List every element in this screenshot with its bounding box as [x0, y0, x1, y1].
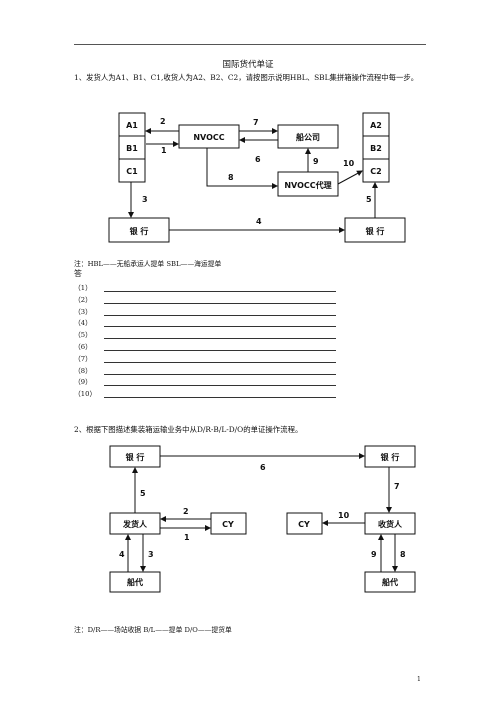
cy-left-box — [210, 512, 247, 535]
answer-heading: 答 — [74, 269, 82, 278]
question-2-text: 2、根据下图描述集装箱运输业务中从D/R-B/L-D/O的单证操作流程。 — [74, 425, 303, 434]
q2-step-label-5: 5 — [140, 489, 146, 498]
step-label-6: 6 — [255, 155, 261, 164]
nvocc-box — [178, 124, 240, 149]
answer-blank-line[interactable] — [104, 397, 336, 399]
answer-label: （5） — [74, 331, 92, 340]
q2-box-bank-right: 银 行 — [380, 452, 400, 462]
answer-blank-line[interactable] — [104, 314, 336, 316]
answer-label: （4） — [74, 319, 92, 328]
arrow-step-10 — [337, 170, 363, 185]
box-bank-left: 银 行 — [129, 226, 149, 236]
question-1-note: 注：HBL——无船承运人提单 SBL——海运提单 — [74, 260, 222, 268]
answer-blank-line[interactable] — [104, 302, 336, 304]
q2-box-shipper: 发货人 — [122, 519, 148, 529]
box-a2: A2 — [370, 121, 382, 130]
box-carrier: 船公司 — [296, 132, 320, 142]
q2-box-consignee: 收货人 — [378, 519, 403, 529]
answer-label: （2） — [74, 295, 92, 304]
box-nvocc-agent: NVOCC代理 — [284, 180, 331, 190]
q2-box-cy-right: CY — [298, 520, 310, 529]
answer-label: （6） — [74, 342, 92, 351]
q2-step-label-2: 2 — [183, 507, 189, 516]
q2-box-bank-left: 银 行 — [125, 452, 145, 462]
question-2-note: 注：D/R——场站收据 B/L——提单 D/O——提货单 — [74, 626, 232, 634]
answer-blank-line[interactable] — [104, 326, 336, 328]
step-label-7: 7 — [253, 118, 259, 127]
step-label-5: 5 — [366, 195, 372, 204]
step-label-8: 8 — [228, 173, 234, 182]
answer-label: （1） — [74, 284, 92, 292]
q2-step-label-4: 4 — [119, 550, 125, 559]
shipper-stack-box — [118, 112, 146, 183]
answer-label: （10） — [74, 390, 97, 399]
q2-step-label-8: 8 — [400, 550, 406, 559]
answer-blank-line[interactable] — [104, 373, 336, 375]
diagram-2 — [109, 445, 416, 593]
answer-label: （3） — [74, 307, 92, 316]
q2-step-label-9: 9 — [371, 550, 377, 559]
shipping-agent-right-box — [364, 571, 416, 593]
page-title: 国际货代单证 — [222, 60, 274, 70]
q2-step-label-1: 1 — [184, 533, 190, 542]
answer-blank-line[interactable] — [104, 385, 336, 387]
step-label-9: 9 — [313, 157, 319, 166]
box-c1: C1 — [126, 167, 138, 176]
step-label-1: 1 — [161, 146, 167, 155]
arrow-step-8 — [206, 148, 278, 189]
box-b1: B1 — [126, 144, 138, 153]
diagram-2-labels: 银 行 银 行 发货人 CY CY 收货人 船代 船代 6 5 7 2 1 10… — [119, 452, 406, 587]
answer-blank-line[interactable] — [104, 349, 336, 351]
q2-box-shipping-agent-left: 船代 — [127, 577, 143, 587]
answer-label: （9） — [74, 378, 92, 387]
box-nvocc: NVOCC — [193, 133, 224, 142]
diagram-1-labels: A1 B1 C1 A2 B2 C2 NVOCC 船公司 NVOCC代理 银 行 … — [126, 117, 384, 236]
step-label-4: 4 — [256, 217, 262, 226]
shipping-agent-left-box — [109, 571, 161, 593]
box-bank-right: 银 行 — [365, 226, 385, 236]
answer-blank-line[interactable] — [104, 291, 336, 292]
answer-blank-line[interactable] — [104, 338, 336, 340]
q2-step-label-6: 6 — [260, 463, 266, 472]
box-c2: C2 — [370, 167, 381, 176]
step-label-3: 3 — [142, 195, 148, 204]
top-rule — [74, 44, 426, 45]
q2-step-label-10: 10 — [338, 511, 350, 520]
box-a1: A1 — [126, 121, 138, 130]
q2-bank-right-box — [364, 445, 416, 468]
answer-label: （8） — [74, 366, 92, 375]
page-number: 1 — [417, 676, 421, 683]
diagram-1 — [108, 112, 406, 243]
box-b2: B2 — [370, 144, 382, 153]
q2-box-cy-left: CY — [222, 520, 234, 529]
answer-blank-line[interactable] — [104, 361, 336, 363]
question-1-text: 1、发货人为A1、B1、C1,收货人为A2、B2、C2，请按图示说明HBL、SB… — [74, 73, 419, 82]
q2-box-shipping-agent-right: 船代 — [382, 577, 398, 587]
step-label-2: 2 — [160, 117, 166, 126]
answer-label: （7） — [74, 354, 92, 363]
q2-step-label-3: 3 — [148, 550, 154, 559]
q2-step-label-7: 7 — [394, 482, 400, 491]
step-label-10: 10 — [343, 159, 355, 168]
